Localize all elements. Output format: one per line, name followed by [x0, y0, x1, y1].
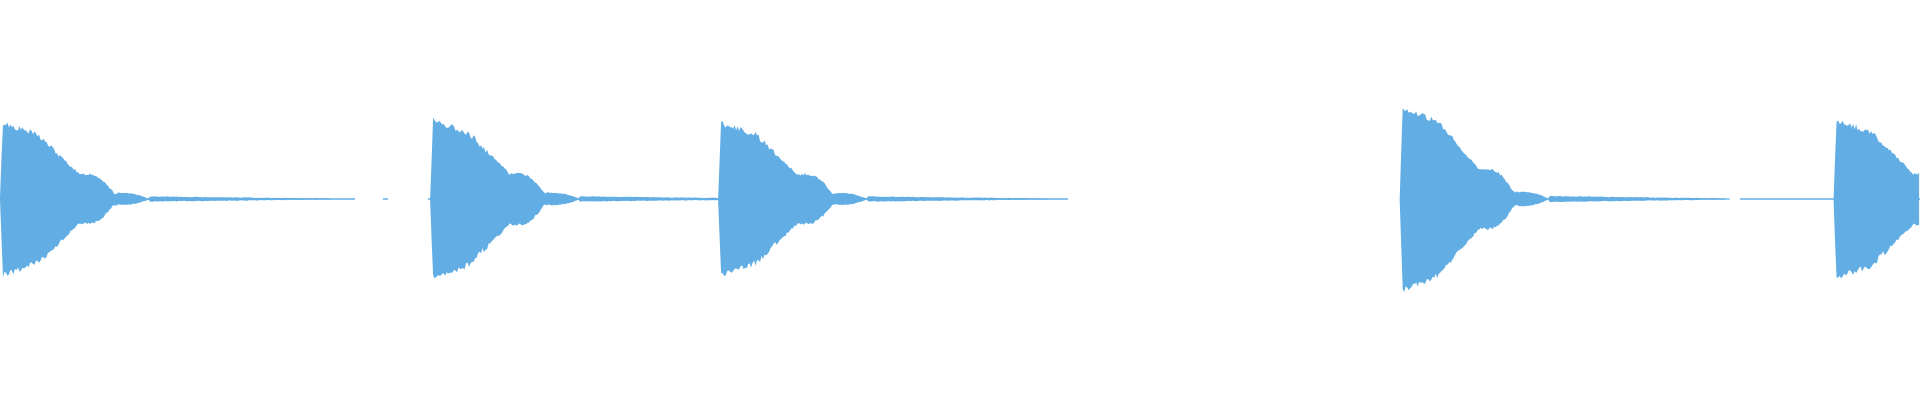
waveform-segments	[0, 107, 1920, 293]
waveform-segment-5	[1833, 120, 1920, 279]
waveform-segment-3	[718, 121, 1049, 276]
waveform-segment-4	[1399, 107, 1730, 293]
waveform-segment-1	[0, 122, 330, 278]
waveform-segment-2	[430, 117, 761, 279]
